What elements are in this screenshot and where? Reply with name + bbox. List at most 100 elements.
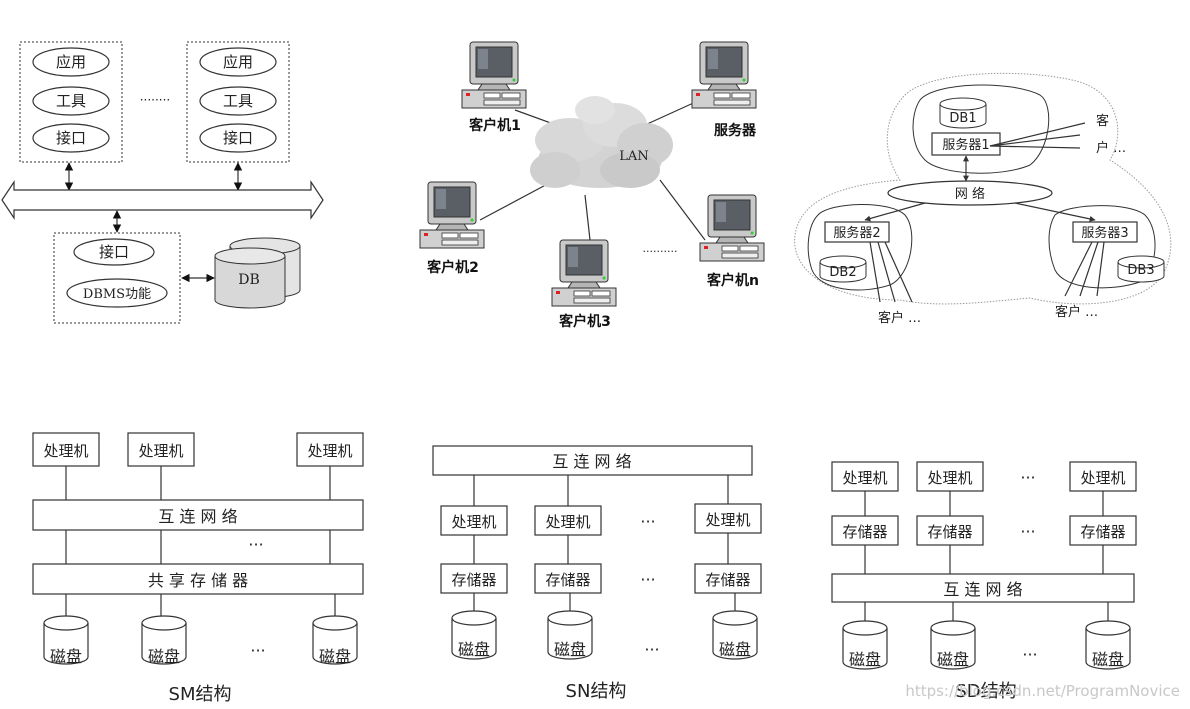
db3-label: DB3 xyxy=(1127,263,1154,278)
db1-cylinder: DB1 xyxy=(939,97,987,129)
sm-network-label: 互 连 网 络 xyxy=(158,507,237,526)
client3-label: 客户机3 xyxy=(558,313,611,330)
sd-disk-2-label: 磁盘 xyxy=(937,650,969,669)
sm-processor-3 xyxy=(296,432,364,467)
distributed-boundary xyxy=(794,72,1172,305)
sm-processor-3-label: 处理机 xyxy=(307,442,352,460)
sn-dots-2: ··· xyxy=(640,570,655,589)
link-client3 xyxy=(584,194,591,241)
panel-centralized: 应用 工具 接口 ········ 应用 工具 接口 接口 DBMS功能 xyxy=(1,41,324,324)
sd-memory-3-label: 存储器 xyxy=(1080,523,1125,541)
sn-network-label: 互 连 网 络 xyxy=(552,452,631,471)
server-computer xyxy=(691,41,757,109)
client-right-app: 应用 xyxy=(223,53,253,71)
system-bus xyxy=(1,180,324,220)
sn-processor-2 xyxy=(534,505,602,536)
sd-disk-1-label: 磁盘 xyxy=(849,650,881,669)
sn-memory-2 xyxy=(534,563,602,594)
sn-network xyxy=(432,445,753,476)
sd-network-label: 互 连 网 络 xyxy=(943,580,1022,599)
client-group-right xyxy=(186,41,290,163)
sn-disk-1-label: 磁盘 xyxy=(458,640,490,659)
db2-label: DB2 xyxy=(829,265,856,280)
server2-label: 服务器2 xyxy=(833,225,880,241)
panel-distributed: DB1 服务器1 客 户 … 网 络 服务器2 DB2 服务器3 DB3 xyxy=(794,72,1172,326)
client-top-label-2: 户 … xyxy=(1096,140,1126,156)
client-ellipsis: ········ xyxy=(140,93,171,107)
network-label: 网 络 xyxy=(955,186,985,202)
client-right-tool: 工具 xyxy=(223,92,253,110)
client-left-interface: 接口 xyxy=(56,129,86,147)
client2-computer xyxy=(419,181,485,249)
sd-memory-3 xyxy=(1069,515,1137,546)
sd-dots-3: ··· xyxy=(1022,645,1037,664)
server3-label: 服务器3 xyxy=(1081,225,1128,241)
sd-processor-2-label: 处理机 xyxy=(927,469,972,487)
sd-memory-2-label: 存储器 xyxy=(927,523,972,541)
sd-processor-3-label: 处理机 xyxy=(1080,469,1125,487)
sn-memory-2-label: 存储器 xyxy=(545,571,590,589)
server-interface: 接口 xyxy=(99,243,129,261)
sm-processor-1 xyxy=(32,432,100,467)
sn-processor-2-label: 处理机 xyxy=(545,513,590,531)
link-clientn xyxy=(659,179,706,241)
sn-memory-3 xyxy=(694,563,762,594)
sn-disk-2-label: 磁盘 xyxy=(554,640,586,659)
sm-dots: ··· xyxy=(248,535,263,554)
client1-computer xyxy=(461,41,527,109)
client3-computer xyxy=(551,239,617,307)
sm-processor-2 xyxy=(127,432,195,467)
db2-cylinder: DB2 xyxy=(819,255,867,283)
client-left-tool: 工具 xyxy=(56,92,86,110)
client1-label: 客户机1 xyxy=(468,117,521,134)
clients-left-label: 客户 … xyxy=(878,310,921,326)
client2-label: 客户机2 xyxy=(426,259,479,276)
sm-caption: SM结构 xyxy=(169,684,232,705)
client-top-label-1: 客 xyxy=(1096,113,1109,129)
clientn-label: 客户机n xyxy=(706,272,759,289)
sm-shared-memory xyxy=(32,563,364,595)
clients-right-label: 客户 … xyxy=(1055,304,1098,320)
link-client2 xyxy=(479,179,556,221)
sm-network xyxy=(32,499,364,531)
server1-label: 服务器1 xyxy=(942,137,989,153)
sn-processor-1 xyxy=(440,505,508,536)
sd-dots-2: ··· xyxy=(1020,522,1035,541)
sn-memory-1 xyxy=(440,563,508,594)
sd-network xyxy=(831,573,1135,603)
sn-caption: SN结构 xyxy=(566,681,627,702)
panel-lan: LAN 客户机1 服务器 客户机2 客户机3 ·········· 客户机n xyxy=(419,41,765,330)
lan-cloud: LAN xyxy=(530,96,673,188)
sm-shared-memory-label: 共 享 存 储 器 xyxy=(148,571,248,590)
sn-dots-1: ··· xyxy=(640,512,655,531)
clientn-computer xyxy=(699,194,765,262)
sn-processor-3-label: 处理机 xyxy=(705,511,750,529)
server-dbms: DBMS功能 xyxy=(83,287,151,302)
sm-disk-1-label: 磁盘 xyxy=(50,647,82,666)
clients-dots: ·········· xyxy=(643,245,678,258)
sd-memory-1-label: 存储器 xyxy=(842,523,887,541)
sd-processor-1-label: 处理机 xyxy=(842,469,887,487)
db3-cylinder: DB3 xyxy=(1117,255,1165,283)
panel-sd: 处理机 处理机 ··· 处理机 存储器 存储器 ··· 存储器 互 连 网 络 … xyxy=(831,461,1137,702)
sd-memory-2 xyxy=(916,515,984,546)
db1-label: DB1 xyxy=(949,111,976,126)
sn-memory-3-label: 存储器 xyxy=(705,571,750,589)
panel-sm: 处理机 处理机 处理机 互 连 网 络 ··· 共 享 存 储 器 磁盘 磁盘 … xyxy=(32,432,364,705)
sn-memory-1-label: 存储器 xyxy=(451,571,496,589)
site1-boundary xyxy=(912,84,1050,174)
watermark-text: https://blog.csdn.net/ProgramNovice xyxy=(905,682,1180,700)
sm-processor-1-label: 处理机 xyxy=(43,442,88,460)
client-left-app: 应用 xyxy=(56,53,86,71)
sm-disk-dots: ··· xyxy=(250,641,265,660)
panel-sn: 互 连 网 络 处理机 处理机 ··· 处理机 存储器 存储器 ··· 存储器 … xyxy=(432,445,762,702)
sn-dots-3: ··· xyxy=(644,640,659,659)
db-cylinder: DB xyxy=(214,237,301,309)
link-server xyxy=(644,99,701,126)
server-label: 服务器 xyxy=(714,122,757,139)
sn-disk-3-label: 磁盘 xyxy=(719,640,751,659)
db-label: DB xyxy=(238,272,260,288)
sm-processor-2-label: 处理机 xyxy=(138,442,183,460)
sd-processor-3 xyxy=(1069,461,1137,492)
